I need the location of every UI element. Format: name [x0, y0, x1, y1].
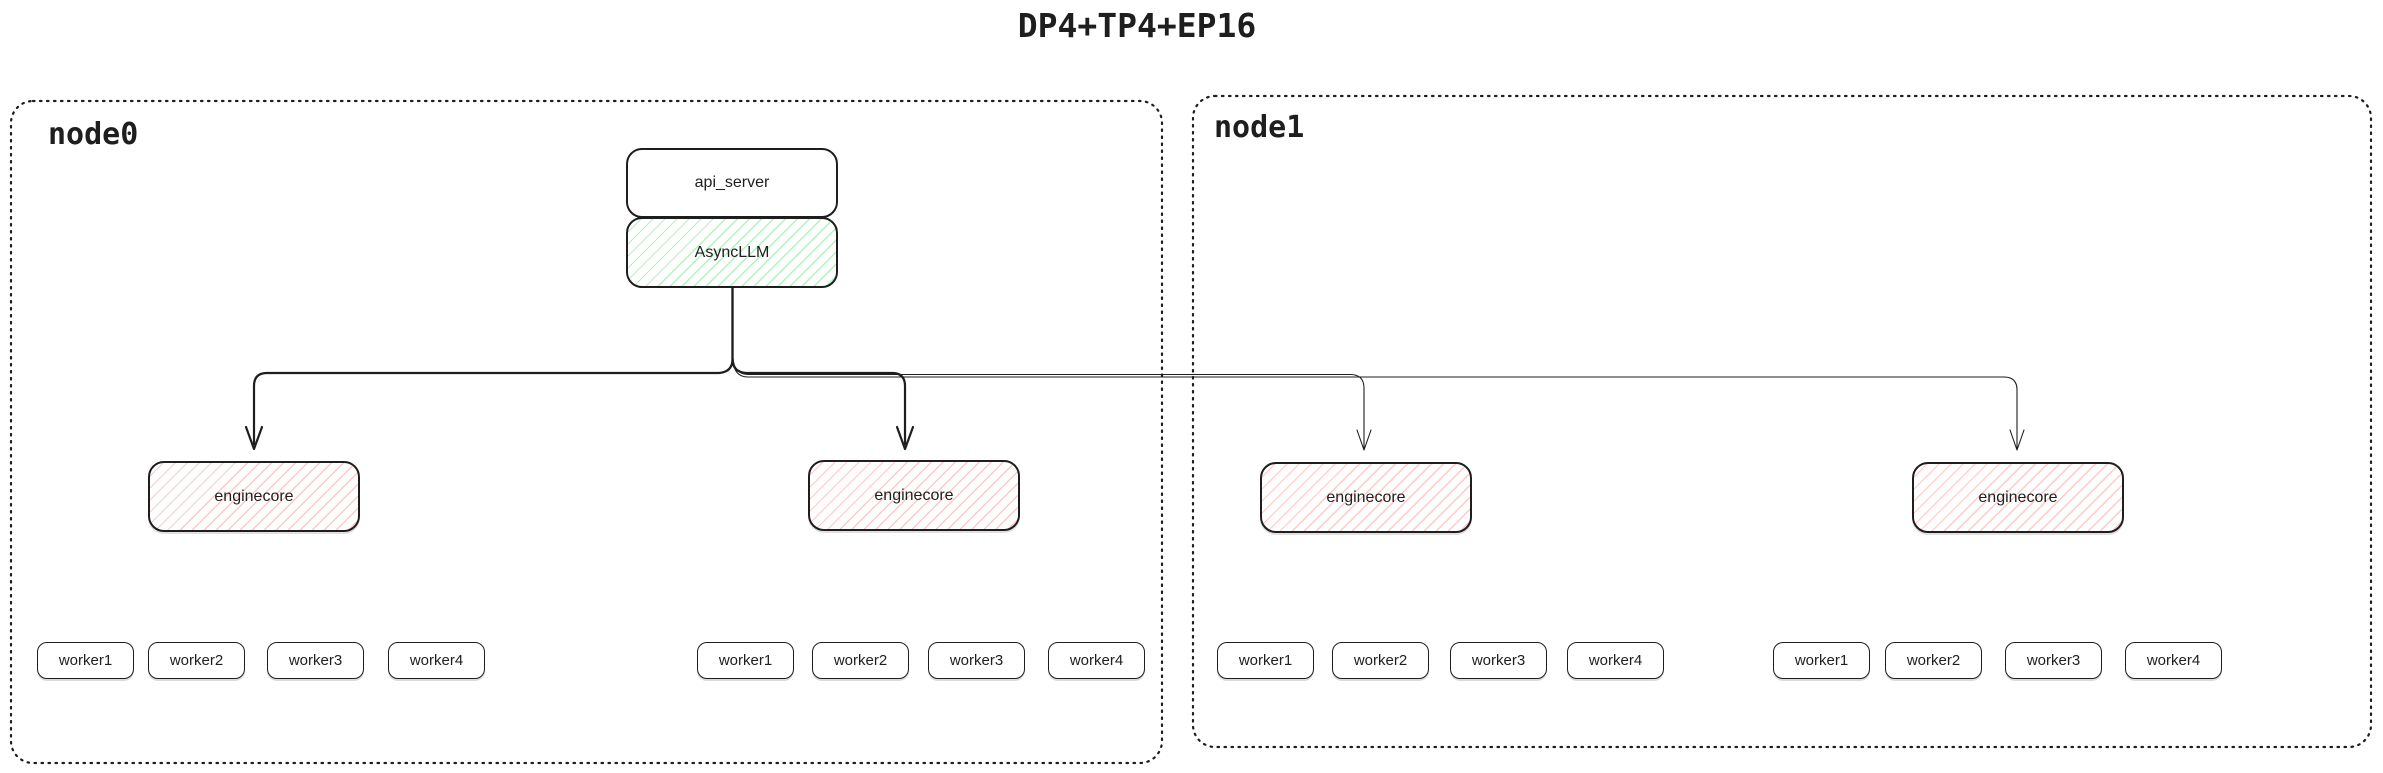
worker-box: worker1: [1773, 642, 1870, 679]
arrow-asyncllm-to-enginecore1: [244, 286, 734, 451]
worker-box: worker1: [37, 642, 134, 679]
worker-box: worker2: [812, 642, 909, 679]
diagram-title: DP4+TP4+EP16: [1017, 6, 1257, 45]
arrow-asyncllm-to-enginecore2: [731, 286, 915, 451]
worker-box: worker4: [2125, 642, 2222, 679]
api-server-label: api_server: [694, 174, 770, 191]
node1-enginecore1-box: enginecore: [1260, 462, 1472, 533]
worker-box: worker2: [1885, 642, 1982, 679]
enginecore-label: enginecore: [1326, 488, 1406, 506]
worker-box: worker4: [1048, 642, 1145, 679]
asyncllm-label: AsyncLLM: [694, 243, 770, 261]
node1-label: node1: [1214, 110, 1305, 145]
node0-label: node0: [48, 117, 139, 152]
node0-enginecore1-box: enginecore: [148, 461, 360, 532]
worker-box: worker4: [388, 642, 485, 679]
worker-box: worker1: [697, 642, 794, 679]
enginecore-label: enginecore: [874, 486, 954, 504]
arrow-asyncllm-to-enginecore4: [732, 359, 2025, 451]
enginecore-label: enginecore: [214, 487, 294, 505]
worker-box: worker3: [2005, 642, 2102, 679]
worker-box: worker2: [148, 642, 245, 679]
node1-enginecore2-box: enginecore: [1912, 462, 2124, 533]
node0-enginecore2-box: enginecore: [808, 460, 1020, 531]
worker-box: worker2: [1332, 642, 1429, 679]
worker-box: worker4: [1567, 642, 1664, 679]
worker-box: worker3: [1450, 642, 1547, 679]
worker-box: worker3: [267, 642, 364, 679]
api-server-box: api_server: [626, 148, 838, 218]
asyncllm-box: AsyncLLM: [626, 217, 838, 288]
arrow-asyncllm-to-enginecore3: [732, 357, 1372, 451]
worker-box: worker1: [1217, 642, 1314, 679]
enginecore-label: enginecore: [1978, 488, 2058, 506]
worker-box: worker3: [928, 642, 1025, 679]
